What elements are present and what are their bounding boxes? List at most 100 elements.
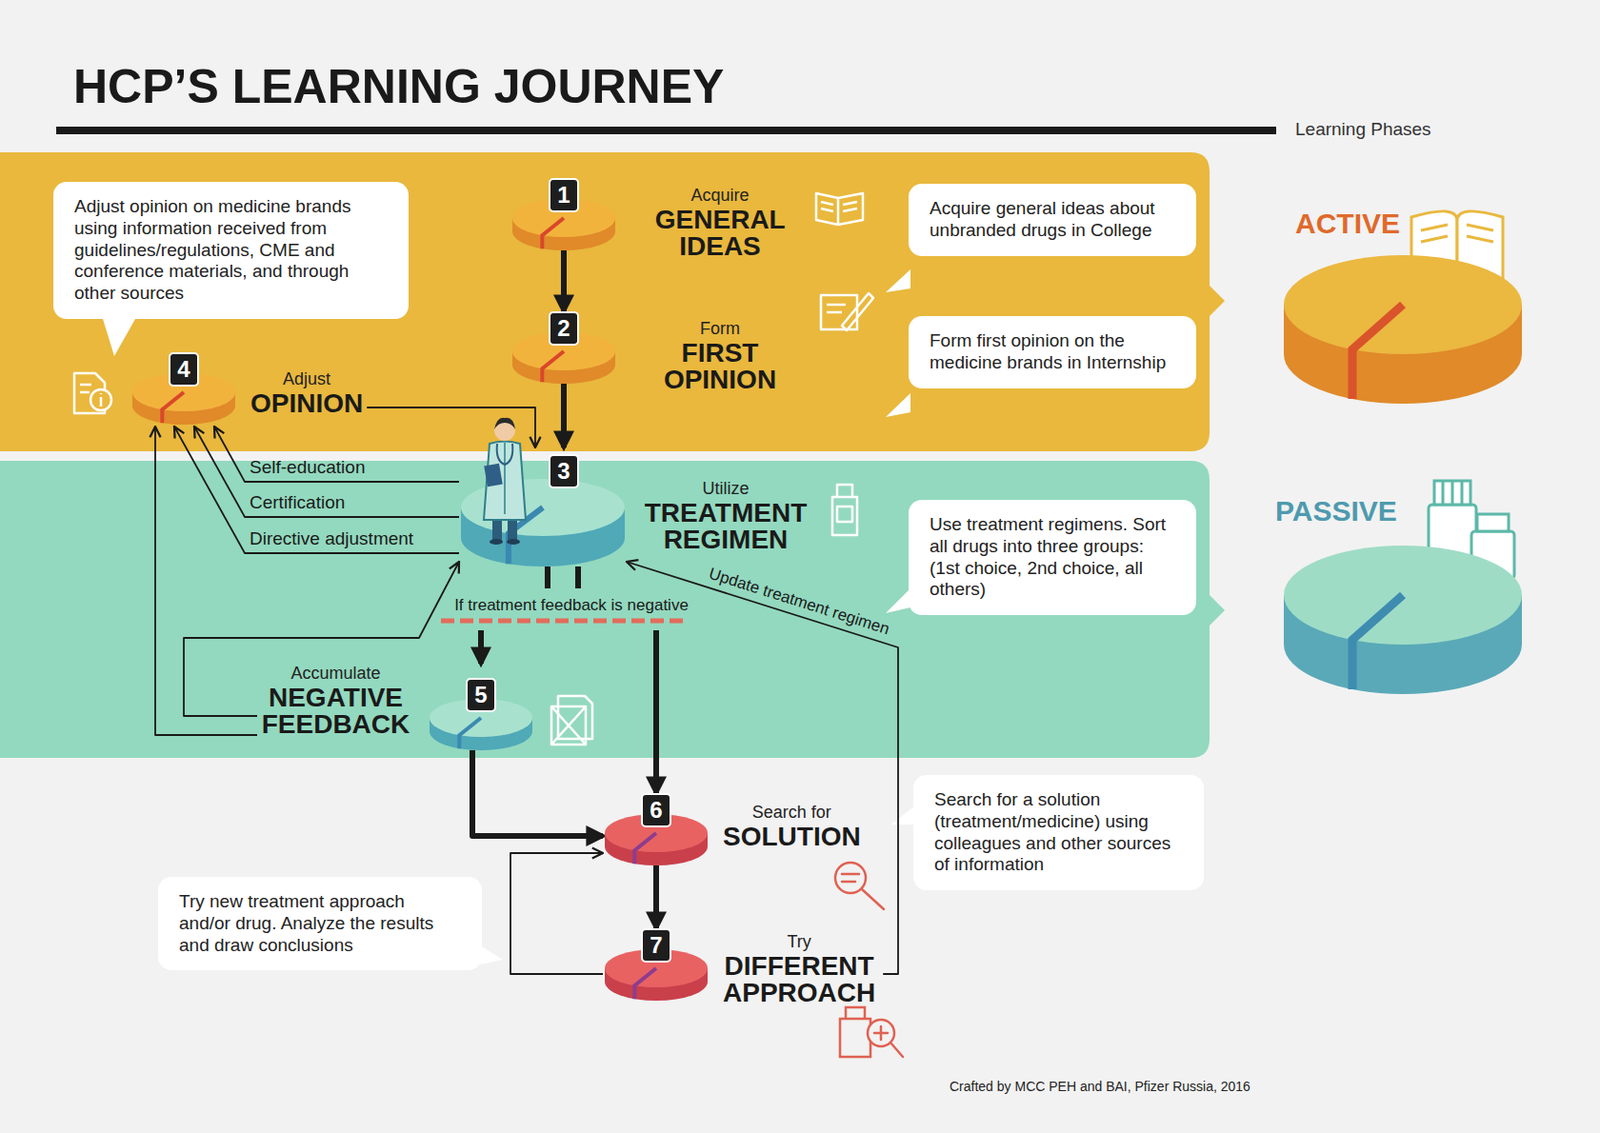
path-shape: [841, 874, 884, 910]
path-shape: [885, 393, 911, 418]
callout-bubble: Try new treatment approach and/or drug. …: [158, 877, 482, 971]
disc-stripe: [634, 833, 657, 864]
disc-stripe: [541, 351, 564, 382]
step-heading: DIFFERENT APPROACH: [722, 953, 876, 1007]
step-heading: NEGATIVE FEEDBACK: [261, 684, 411, 739]
step-disc: 6 Search forSOLUTION: [602, 793, 861, 866]
path-shape: [100, 393, 103, 407]
step-number: 4: [168, 352, 200, 387]
path-shape: [1352, 595, 1403, 690]
step-label: UtilizeTREATMENT REGIMEN: [644, 479, 808, 554]
step-number: 7: [640, 928, 672, 963]
path-shape: [874, 1026, 903, 1058]
disc-stripe: [161, 392, 184, 423]
feedback-arrow: [174, 426, 460, 554]
step-heading: SOLUTION: [722, 823, 861, 851]
step-disc: 7TryDIFFERENT APPROACH: [602, 928, 876, 1007]
diagram-title: HCP’S LEARNING JOURNEY: [73, 59, 724, 115]
disc-icon: 3: [459, 447, 627, 567]
step-label: Search forSOLUTION: [722, 793, 861, 851]
section-label: Learning Phases: [1295, 119, 1432, 140]
path-shape: [0, 152, 1225, 452]
line-icons: [74, 193, 874, 745]
path-shape: [820, 293, 874, 331]
step-verb: Utilize: [644, 479, 808, 500]
step-disc: 2FormFIRST OPINION: [510, 311, 618, 384]
ellipse-shape: [506, 539, 520, 545]
path-shape: [1442, 480, 1462, 505]
phase-label: PASSIVE: [1275, 495, 1523, 528]
path-shape: [503, 442, 506, 515]
step-label: AdjustOPINION: [250, 352, 363, 418]
disc-stripe: [459, 718, 481, 749]
callout-text: Search for a solution (treatment/medicin…: [934, 789, 1183, 877]
flow-arrow: [480, 566, 548, 664]
step-verb: Adjust: [250, 369, 363, 391]
disc-icon: 7: [602, 928, 710, 1001]
active-phase-pie: [1283, 211, 1522, 404]
flow-arrow: [560, 250, 567, 312]
step-verb: Search for: [722, 802, 861, 824]
disc-icon: 4: [130, 352, 238, 425]
disc-icon: 1: [510, 178, 618, 251]
rect-shape: [1434, 480, 1471, 505]
phase-pie: PASSIVE: [1275, 495, 1523, 686]
feedback-arrow: [626, 561, 899, 975]
step-label: AccumulateNEGATIVE FEEDBACK: [257, 663, 415, 739]
callout-bubble: Form first opinion on the medicine brand…: [908, 316, 1197, 389]
path-shape: [1352, 304, 1403, 400]
disc-graphic: [459, 447, 627, 567]
step-number: 6: [640, 793, 672, 828]
step-heading: TREATMENT REGIMEN: [644, 500, 808, 554]
feedback-arrow: [510, 853, 603, 975]
disc-icon: 2: [510, 311, 618, 384]
callout-text: Adjust opinion on medicine brands using …: [74, 196, 388, 305]
phase-label: ACTIVE: [1295, 207, 1534, 240]
rect-shape: [1477, 514, 1509, 532]
step-label: AcquireGENERAL IDEAS: [655, 185, 785, 260]
path-shape: [0, 460, 1225, 759]
connector-label: Directive adjustment: [249, 528, 414, 550]
step-verb: Accumulate: [257, 663, 415, 685]
step-heading: GENERAL IDEAS: [655, 206, 785, 260]
ellipse-shape: [489, 539, 503, 545]
flow-arrow: [472, 750, 603, 837]
callout-text: Acquire general ideas about unbranded dr…: [929, 198, 1176, 242]
flow-arrow: [560, 383, 567, 448]
step-heading: OPINION: [250, 390, 363, 418]
feedback-arrow: [194, 426, 460, 518]
path-shape: [832, 484, 858, 536]
callout-bubble: Use treatment regimens. Sort all drugs i…: [908, 500, 1197, 616]
callout-text: Use treatment regimens. Sort all drugs i…: [929, 514, 1176, 601]
step-label: FormFIRST OPINION: [663, 319, 777, 394]
callout-bubble: Acquire general ideas about unbranded dr…: [908, 183, 1197, 257]
step-number: 3: [548, 454, 580, 489]
path-shape: [1420, 224, 1494, 242]
path-shape: [891, 805, 916, 825]
feedback-arrow: [214, 426, 460, 482]
flow-arrow: [653, 865, 660, 929]
rect-shape: [483, 463, 503, 487]
disc-icon: 5: [427, 678, 535, 751]
dashed-divider: [440, 619, 689, 624]
path-shape: [885, 269, 911, 293]
step-number: 1: [548, 178, 580, 213]
callout-text: Try new treatment approach and/or drug. …: [179, 891, 461, 957]
step-disc: 1AcquireGENERAL IDEAS: [510, 178, 618, 251]
doctor-figure: [483, 418, 526, 545]
circle-shape: [90, 389, 112, 411]
step-number: 2: [548, 311, 580, 346]
feedback-arrow: [155, 426, 258, 736]
step-verb: Acquire: [655, 185, 785, 207]
title-rule: [56, 126, 1277, 135]
step-disc: 4 AdjustOPINION: [130, 352, 363, 425]
connector-label: Self-education: [249, 457, 365, 479]
step-verb: Form: [663, 319, 777, 340]
disc-icon: 6: [602, 793, 710, 866]
path-shape: [551, 696, 593, 745]
path-shape: [494, 418, 516, 430]
step-disc: 5 AccumulateNEGATIVE FEEDBACK: [257, 663, 535, 751]
step-number: 5: [465, 678, 497, 713]
step-heading: FIRST OPINION: [663, 340, 777, 394]
step-disc: 3UtilizeTREATMENT REGIMEN: [459, 447, 627, 567]
